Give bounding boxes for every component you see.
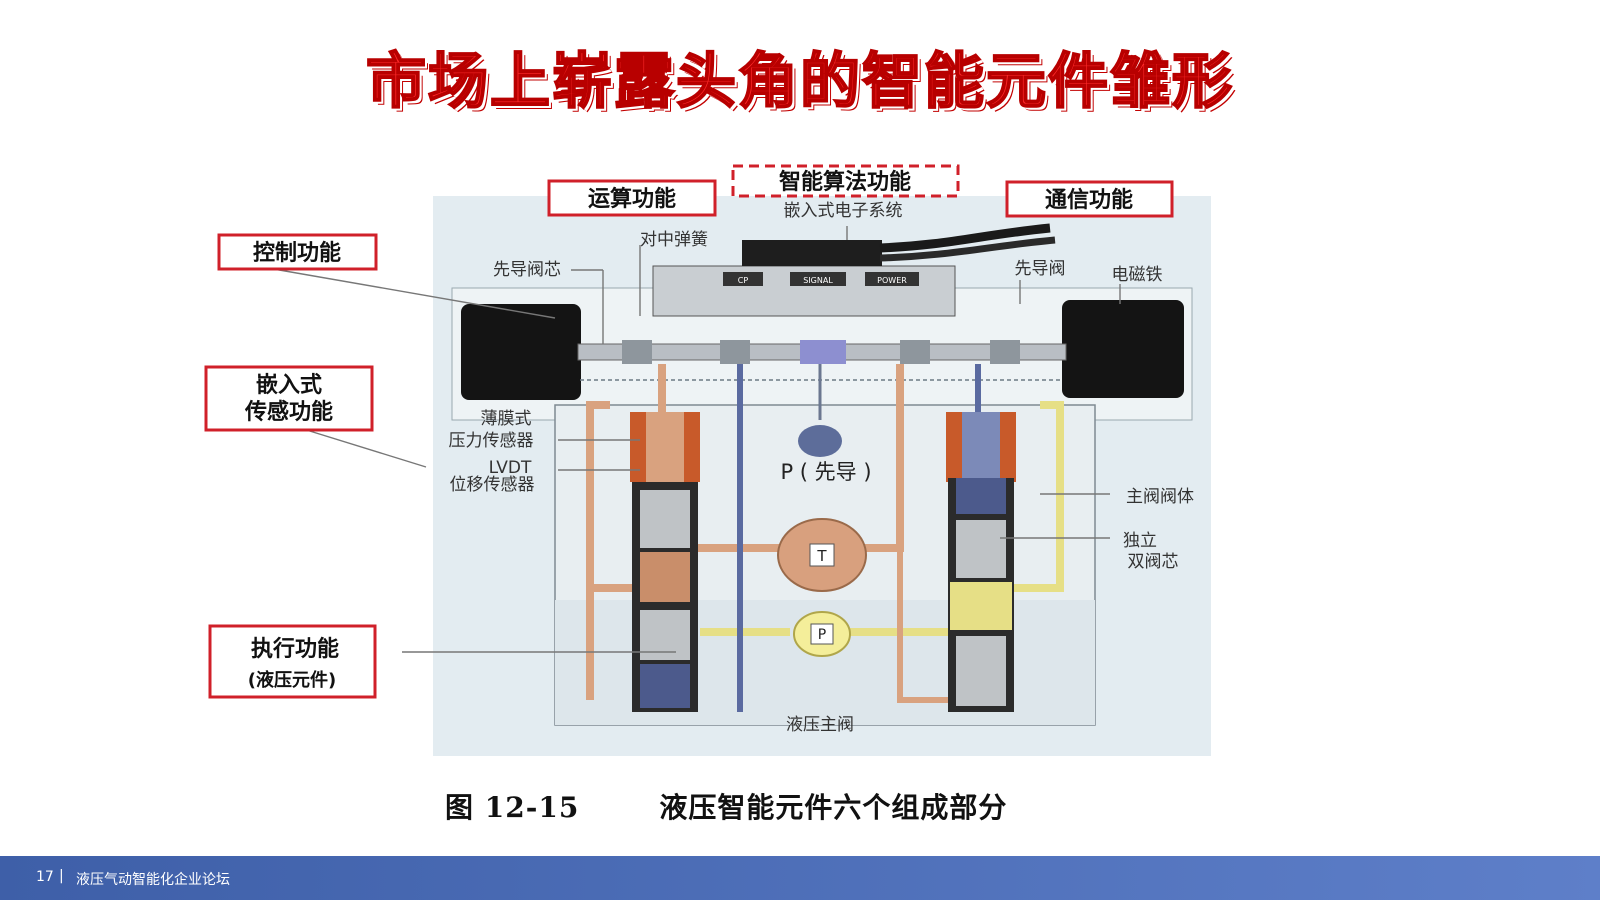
module-text-b: SIGNAL <box>803 276 833 285</box>
function-label-actuation-2: (液压元件) <box>248 669 336 691</box>
function-box-sensing <box>204 365 374 432</box>
page-number: 17 <box>36 869 54 885</box>
label-pilot-valve: 先导阀 <box>1015 259 1066 279</box>
figure-caption-text: 液压智能元件六个组成部分 <box>659 791 1008 824</box>
function-label-sensing-2: 传感功能 <box>244 399 333 425</box>
leader-control <box>261 266 556 319</box>
footer-bar: 17 | 液压气动智能化企业论坛 <box>0 856 1600 900</box>
left-spool-land-1 <box>640 490 690 548</box>
footer-separator: | <box>59 868 64 884</box>
right-spring <box>956 478 1006 514</box>
right-spool-land-3 <box>956 636 1006 706</box>
right-spool-land-1 <box>956 520 1006 578</box>
copper-return-right <box>897 548 955 703</box>
label-hydraulic-main-valve: 液压主阀 <box>786 715 854 735</box>
function-box-computing <box>547 179 717 217</box>
function-label-computing: 运算功能 <box>588 186 676 212</box>
right-solenoid <box>1062 300 1184 398</box>
label-independent-1: 独立 <box>1123 531 1157 551</box>
module-port-b <box>790 272 846 286</box>
function-label-communication: 通信功能 <box>1045 187 1133 213</box>
pilot-pressure-bulb <box>798 425 842 457</box>
footer-forum-name: 液压气动智能化企业论坛 <box>76 872 230 888</box>
copper-line-outer <box>586 401 640 592</box>
pilot-land-center <box>800 340 846 364</box>
port-t-label: T <box>816 547 827 565</box>
power-cable <box>879 236 1056 262</box>
port-p-box <box>810 623 834 645</box>
label-centering-spring: 对中弹簧 <box>640 230 708 250</box>
left-spool-land-2 <box>640 552 690 602</box>
left-coil-core <box>646 412 684 482</box>
module-text-a: CP <box>738 276 749 285</box>
leader-sensing <box>299 427 427 468</box>
label-solenoid: 电磁铁 <box>1112 265 1163 285</box>
slide-title: 市场上崭露头角的智能元件雏形 <box>365 47 1234 117</box>
label-diaphragm-1: 薄膜式 <box>481 409 532 429</box>
function-label-sensing-1: 嵌入式 <box>256 372 322 398</box>
function-label-algorithm: 智能算法功能 <box>779 169 911 195</box>
signal-cable <box>879 223 1051 253</box>
function-box-communication <box>1005 180 1174 218</box>
port-t-box <box>809 543 835 567</box>
figure-caption: 图 12-15 液压智能元件六个组成部分 <box>445 786 1007 826</box>
function-box-actuation <box>208 624 377 699</box>
pilot-land-3 <box>900 340 930 364</box>
function-box-control <box>217 233 378 271</box>
left-spring <box>640 664 690 708</box>
right-coil-core <box>962 412 1000 482</box>
port-p-label: P <box>818 627 826 643</box>
label-independent-2: 双阀芯 <box>1128 552 1179 572</box>
pilot-land-4 <box>990 340 1020 364</box>
function-label-actuation-1: 执行功能 <box>251 636 339 662</box>
function-box-algorithm <box>731 164 960 198</box>
module-port-a <box>723 272 763 286</box>
label-embedded-electronics: 嵌入式电子系统 <box>784 201 903 221</box>
label-main-valve-body: 主阀阀体 <box>1126 487 1194 507</box>
label-lvdt-2: 位移传感器 <box>450 475 535 495</box>
yellow-line-outer <box>1010 401 1064 592</box>
pilot-land-2 <box>720 340 750 364</box>
pilot-land-1 <box>622 340 652 364</box>
leader-lines <box>261 226 1121 653</box>
label-pilot-pressure: P ( 先导 ) <box>780 460 871 484</box>
label-diaphragm-2: 压力传感器 <box>449 431 534 451</box>
function-label-control: 控制功能 <box>253 240 341 266</box>
module-port-c <box>865 272 919 286</box>
label-pilot-spool: 先导阀芯 <box>493 260 561 280</box>
module-text-c: POWER <box>877 276 907 285</box>
label-lvdt-1: LVDT <box>489 458 532 478</box>
connector-block <box>742 240 882 266</box>
figure-number: 图 12-15 <box>445 791 580 824</box>
right-spool-land-2 <box>950 582 1012 630</box>
left-solenoid <box>461 304 581 400</box>
